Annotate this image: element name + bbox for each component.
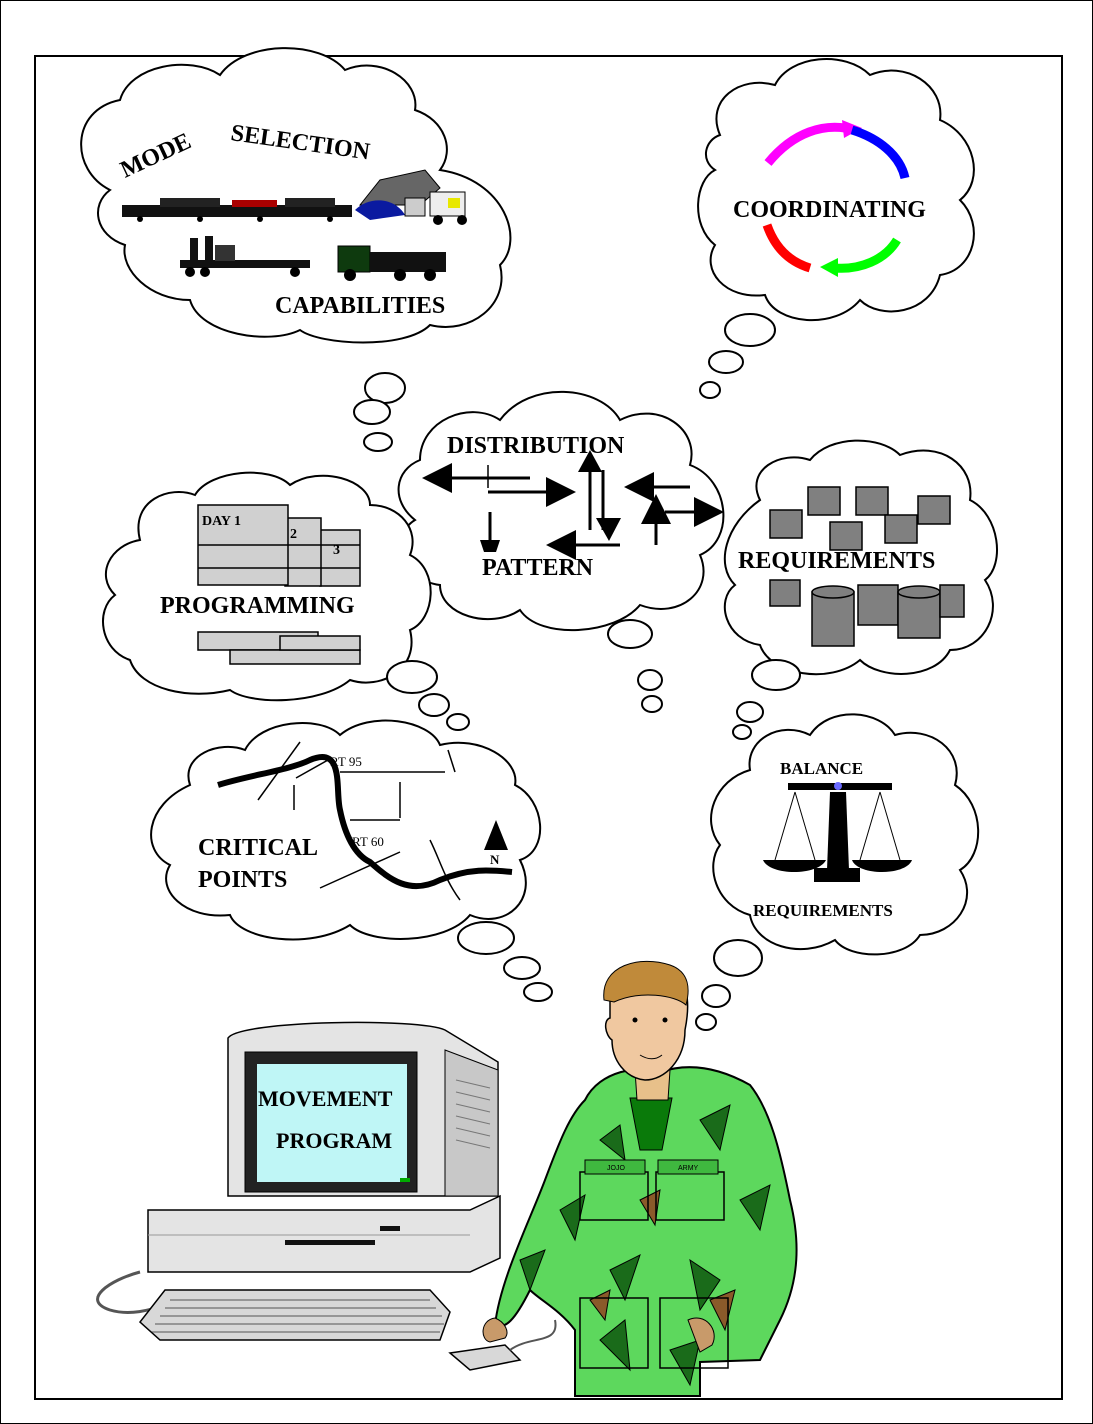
scales-icon xyxy=(763,782,912,882)
soldier-illustration: JOJO ARMY xyxy=(482,960,798,1397)
points-label: POINTS xyxy=(198,867,287,893)
illustration-frame xyxy=(34,55,1063,1400)
programming-label: PROGRAMMING xyxy=(160,593,355,619)
thought-bubbles-left-top xyxy=(353,372,406,452)
balance-requirements-caption: REQUIREMENTS xyxy=(753,901,893,920)
monitor-screen xyxy=(257,1064,407,1182)
arrow-blue xyxy=(850,125,910,180)
supply-boxes xyxy=(769,486,951,607)
arrow-red xyxy=(762,223,812,273)
thought-bubbles-right-mid xyxy=(732,659,801,740)
fuel-drums xyxy=(811,584,965,647)
route-95-label: RT 95 xyxy=(330,754,362,769)
railcar-icon xyxy=(122,198,352,222)
mode-selection-cloud: MODE SELECTION xyxy=(80,47,512,344)
north-arrow-icon xyxy=(484,820,508,850)
route-map xyxy=(217,741,513,901)
requirements-supplies-cloud: REQUIREMENTS xyxy=(723,439,998,676)
trailer-icon xyxy=(180,236,310,277)
schedule-sheets xyxy=(197,504,361,665)
route-60-label: RT 60 xyxy=(352,834,384,849)
critical-label: CRITICAL xyxy=(198,835,318,861)
pattern-label: PATTERN xyxy=(482,555,594,581)
day3-label: 3 xyxy=(333,543,340,558)
day2-label: 2 xyxy=(290,527,297,542)
loader-icon xyxy=(355,169,467,225)
balance-title: BALANCE xyxy=(780,759,863,778)
critical-points-cloud: RT 95 RT 60 N CRITICAL POINTS xyxy=(150,719,542,941)
thought-bubbles-left-low xyxy=(457,921,553,1002)
flow-arrows xyxy=(422,463,724,560)
balance-cloud: BALANCE REQUIREMENTS xyxy=(710,713,980,956)
capabilities-caption: CAPABILITIES xyxy=(275,293,445,319)
arrow-green xyxy=(834,237,901,273)
computer-illustration: MOVEMENT PROGRAM xyxy=(96,1021,557,1371)
mouse-icon xyxy=(448,1344,522,1371)
screen-line2: PROGRAM xyxy=(276,1128,392,1153)
distribution-pattern-cloud: DISTRIBUTION PATTERN xyxy=(397,390,725,632)
coordinating-label: COORDINATING xyxy=(733,197,926,223)
screen-line1: MOVEMENT xyxy=(258,1086,393,1111)
distribution-label: DISTRIBUTION xyxy=(447,433,625,459)
thought-bubbles-right-top xyxy=(699,313,776,399)
arrow-magenta xyxy=(764,122,846,166)
service-tape: ARMY xyxy=(678,1165,699,1172)
name-tape: JOJO xyxy=(607,1165,625,1172)
north-label: N xyxy=(490,852,500,867)
thought-bubbles-left-mid xyxy=(386,660,470,731)
programming-cloud: DAY 1 2 3 PROGRAMMING xyxy=(102,471,432,702)
requirements-label: REQUIREMENTS xyxy=(738,548,935,574)
thought-bubbles-right-low xyxy=(695,939,763,1031)
day1-label: DAY 1 xyxy=(202,514,241,529)
truck-icon xyxy=(337,245,446,281)
coordinating-cloud: COORDINATING xyxy=(697,58,975,321)
thought-bubbles-center xyxy=(607,619,663,713)
